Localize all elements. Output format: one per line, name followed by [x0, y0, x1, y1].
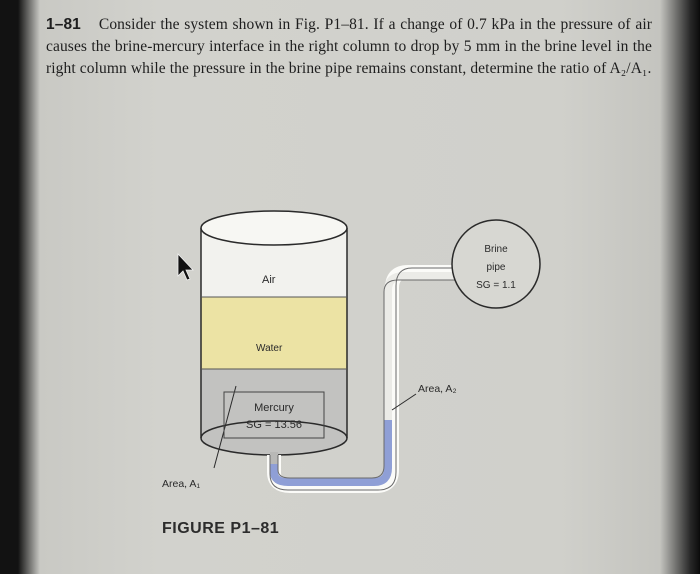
air-label: Air	[262, 274, 276, 286]
area-a2-leader	[391, 393, 417, 411]
mercury-label-line1: Mercury	[254, 402, 294, 414]
water-region	[201, 297, 347, 369]
brine-label-line2: pipe	[487, 262, 506, 273]
u-tube-edge-inner	[277, 279, 470, 479]
area-a1-leader	[213, 385, 237, 469]
mercury-label-box	[223, 391, 325, 439]
problem-number: 1–81	[46, 16, 81, 33]
water-label: Water	[256, 343, 283, 354]
problem-text: Consider the system shown in Fig. P1–81.…	[46, 16, 652, 77]
air-region	[201, 228, 347, 297]
brine-label-line1: Brine	[484, 244, 508, 255]
brine-label-line3: SG = 1.1	[476, 280, 516, 291]
cursor-arrow-icon	[177, 252, 194, 281]
u-tube-brine-part	[270, 420, 392, 486]
u-tube-edge-outer	[269, 267, 470, 491]
tank-top	[200, 210, 348, 246]
brine-pipe	[451, 219, 541, 309]
figure-caption: FIGURE P1–81	[162, 520, 280, 537]
u-tube-upper-part	[384, 272, 470, 420]
mercury-label-line2: SG = 13.56	[246, 419, 302, 431]
area-a2-label: Area, A₂	[418, 383, 457, 395]
area-a1-label: Area, A₁	[162, 478, 200, 490]
